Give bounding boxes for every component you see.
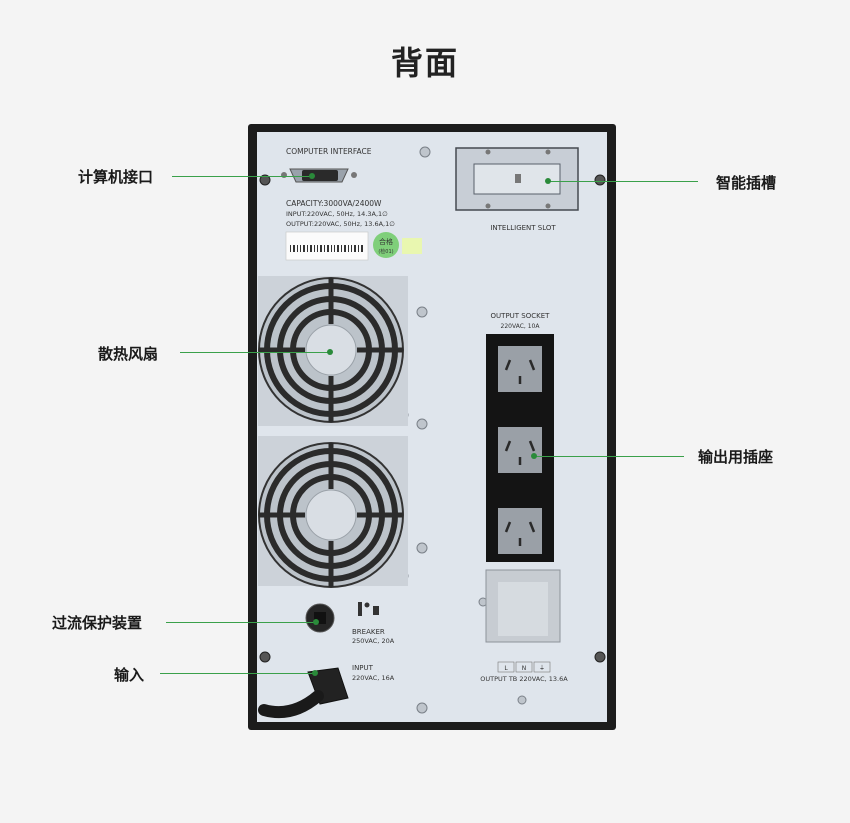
callout-dot-breaker — [313, 619, 319, 625]
computer-interface-text: COMPUTER INTERFACE — [286, 147, 372, 156]
callout-dot-computer-interface — [309, 173, 315, 179]
callout-dot-cooling-fan — [327, 349, 333, 355]
breaker-rating-text: 250VAC, 20A — [352, 637, 395, 645]
fan-lower — [258, 436, 408, 587]
breaker-text: BREAKER — [352, 628, 385, 636]
intelligent-slot-text: INTELLIGENT SLOT — [490, 224, 556, 232]
output-rating-text: OUTPUT:220VAC, 50Hz, 13.6A,1∅ — [286, 220, 395, 228]
callout-input: 输入 — [114, 664, 144, 685]
output-socket-text: OUTPUT SOCKET — [491, 312, 551, 320]
capacity-text: CAPACITY:3000VA/2400W — [286, 199, 382, 208]
input-text: INPUT — [352, 664, 374, 672]
callout-breaker: 过流保护装置 — [52, 612, 142, 633]
chassis-screw — [595, 652, 605, 662]
callout-cooling-fan: 散热风扇 — [98, 343, 158, 364]
fan-upper — [258, 276, 408, 426]
chassis-screw — [260, 652, 270, 662]
callout-line-breaker — [166, 622, 316, 623]
output-socket-strip — [486, 334, 554, 562]
callout-line-cooling-fan — [180, 352, 330, 353]
qc-badge-line2: (检01) — [378, 248, 393, 255]
svg-text:⏚: ⏚ — [539, 665, 545, 672]
intelligent-slot — [456, 148, 578, 210]
callout-computer-interface: 计算机接口 — [78, 166, 153, 187]
callout-line-smart-slot — [548, 181, 698, 182]
callout-line-output-socket — [534, 456, 684, 457]
qc-badge-line1: 合格 — [379, 237, 393, 246]
ups-rear-panel: COMPUTER INTERFACE CAPACITY:3000VA/2400W… — [248, 124, 616, 730]
svg-text:N: N — [522, 665, 527, 672]
callout-line-computer-interface — [172, 176, 312, 177]
input-rating-text: INPUT:220VAC, 50Hz, 14.3A,1∅ — [286, 210, 388, 218]
terminal-cover — [486, 570, 560, 642]
output-socket-rating-text: 220VAC, 10A — [501, 323, 541, 330]
breaker — [306, 604, 334, 632]
output-tb-text: OUTPUT TB 220VAC, 13.6A — [480, 675, 568, 683]
callout-dot-smart-slot — [545, 178, 551, 184]
callout-dot-input — [312, 670, 318, 676]
chassis-screw — [595, 175, 605, 185]
barcode-label — [286, 232, 368, 260]
page-title: 背面 — [0, 38, 850, 84]
callout-line-input — [160, 673, 315, 674]
input-plug-rating-text: 220VAC, 16A — [352, 674, 395, 682]
callout-dot-output-socket — [531, 453, 537, 459]
callout-output-socket: 输出用插座 — [698, 446, 773, 467]
callout-smart-slot: 智能插槽 — [716, 172, 776, 193]
